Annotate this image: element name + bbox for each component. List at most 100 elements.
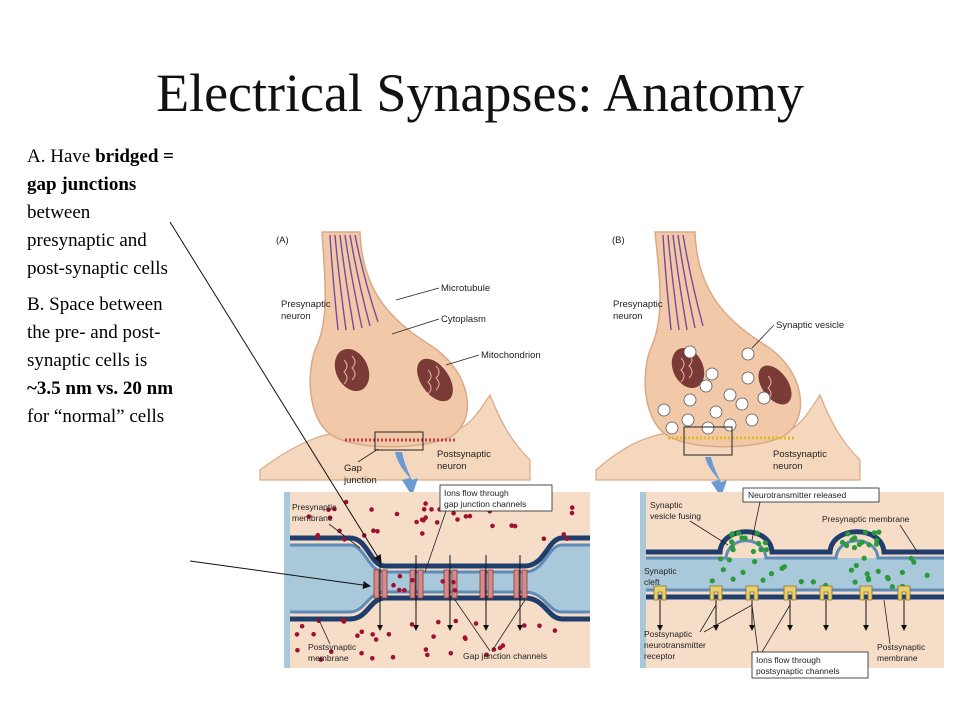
label-postsynaptic-neuron-a-2: neuron: [437, 461, 467, 472]
neurotransmitter-dot: [729, 539, 735, 545]
vesicle: [709, 405, 723, 419]
neurotransmitter-dot: [839, 539, 846, 546]
ion-dot: [434, 520, 440, 525]
ion-dot: [326, 507, 331, 513]
vesicle: [683, 393, 697, 407]
neurotransmitter-dot: [844, 542, 850, 549]
neurotransmitter-dot: [859, 539, 865, 545]
ion-dot: [369, 507, 374, 512]
label-nt-released: Neurotransmitter released: [748, 490, 847, 500]
label-receptor-2: neurotransmitter: [644, 640, 706, 650]
neurotransmitter-dot: [781, 564, 788, 570]
label-vesicle-fusing-2: vesicle fusing: [650, 511, 701, 521]
ion-dot: [541, 536, 547, 541]
receptor: [783, 585, 797, 601]
ion-dot: [423, 501, 428, 506]
neurotransmitter-dot: [718, 556, 724, 562]
label-receptor-3: receptor: [644, 651, 675, 661]
receptor: [745, 585, 759, 601]
ion-dot: [423, 515, 429, 520]
neurotransmitter-dot: [720, 567, 726, 573]
label-synaptic-cleft-2: cleft: [644, 577, 660, 587]
neurotransmitter-dot: [911, 559, 917, 565]
ion-dot: [463, 514, 469, 519]
pointer-arrow-space: [189, 560, 371, 589]
zoom-arrow-b: [705, 457, 727, 497]
label-postsynaptic-neuron-b-2: neuron: [773, 461, 803, 472]
neurotransmitter-dot: [908, 555, 914, 561]
ion-dot: [431, 634, 436, 639]
postsynaptic-receptors-b: [653, 585, 911, 601]
vesicle: [735, 397, 749, 411]
ion-dot: [569, 510, 575, 516]
note-b-suffix: for “normal” cells: [27, 406, 165, 427]
ion-dot: [337, 528, 342, 534]
neurotransmitter-dot: [762, 540, 768, 546]
vesicle: [705, 367, 719, 381]
neurotransmitter-dot: [729, 531, 735, 537]
receptor: [709, 585, 723, 601]
ion-dot: [402, 588, 407, 593]
neurotransmitter-dot: [884, 574, 891, 581]
note-b: B. Space between the pre- and post-synap…: [27, 291, 177, 431]
receptor: [653, 585, 667, 601]
zoom-box-a: [374, 431, 424, 451]
label-cytoplasm: Cytoplasm: [441, 314, 486, 325]
label-receptor-1: Postsynaptic: [644, 629, 693, 639]
ion-dot: [421, 507, 427, 512]
ion-dot: [484, 652, 489, 658]
ion-dot: [467, 513, 473, 519]
vesicle: [657, 403, 671, 417]
receptor: [819, 585, 833, 601]
presynaptic-membrane-line-b: [646, 529, 944, 555]
note-a-prefix: A. Have: [27, 146, 96, 167]
ion-dot: [373, 637, 379, 642]
ion-dot: [569, 505, 575, 510]
label-postsynaptic-membrane-a-2: membrane: [308, 653, 349, 663]
label-postsynaptic-membrane-b-2: membrane: [877, 653, 918, 663]
ions-flow-box-a: [439, 484, 553, 512]
slide-title: Electrical Synapses: Anatomy: [156, 63, 804, 123]
vesicle: [757, 391, 771, 405]
ion-dot: [512, 523, 518, 529]
label-gap-junction-2: junction: [343, 475, 377, 486]
neurotransmitter-dot: [736, 530, 742, 536]
ion-dot: [448, 650, 454, 656]
ion-dot: [397, 573, 403, 579]
vesicle: [665, 421, 679, 435]
neurotransmitter-dot: [866, 542, 872, 548]
label-presynaptic-membrane-a-1: Presynaptic: [292, 502, 337, 512]
label-synaptic-cleft-1: Synaptic: [644, 566, 677, 576]
leader-lines-a-top: [357, 287, 480, 463]
neurotransmitter-dot: [740, 569, 746, 576]
notes-block: A. Have bridged = gap junctions between …: [27, 143, 177, 439]
neurotransmitter-dot: [754, 530, 760, 536]
label-ions-flow-b-2: postsynaptic channels: [756, 666, 840, 676]
panel-b-top: (B) Presynaptic neuron Synaptic vesicle …: [595, 231, 861, 497]
presynaptic-terminal-a: [309, 231, 469, 448]
ion-dot: [440, 579, 446, 584]
neurotransmitter-dots-b: [709, 529, 930, 590]
ion-dot: [491, 647, 497, 652]
neurotransmitter-dot: [874, 537, 880, 543]
ion-dot: [355, 633, 360, 638]
vesicle: [723, 388, 737, 402]
label-ions-flow-a-1: Ions flow through: [444, 488, 509, 498]
label-presynaptic-neuron-a-1: Presynaptic: [281, 299, 331, 310]
pointer-arrow-gap-junction: [169, 221, 382, 563]
ion-dot: [294, 632, 300, 637]
neurotransmitter-dot: [866, 577, 872, 583]
neurotransmitter-dot: [730, 576, 736, 582]
cleft-a: [290, 545, 590, 612]
nt-released-box: [742, 487, 880, 503]
panel-b-zoom: Neurotransmitter released Synaptic vesic…: [640, 487, 944, 679]
microtubules-b: [662, 234, 704, 331]
ion-dot: [451, 579, 456, 585]
ion-dot: [391, 582, 396, 588]
label-gap-junction-channels: Gap junction channels: [463, 651, 547, 661]
ion-dot: [452, 588, 458, 593]
ion-dot: [375, 529, 380, 534]
ion-dot: [490, 523, 495, 529]
vesicle: [683, 345, 697, 359]
neurotransmitter-dot: [871, 530, 877, 536]
